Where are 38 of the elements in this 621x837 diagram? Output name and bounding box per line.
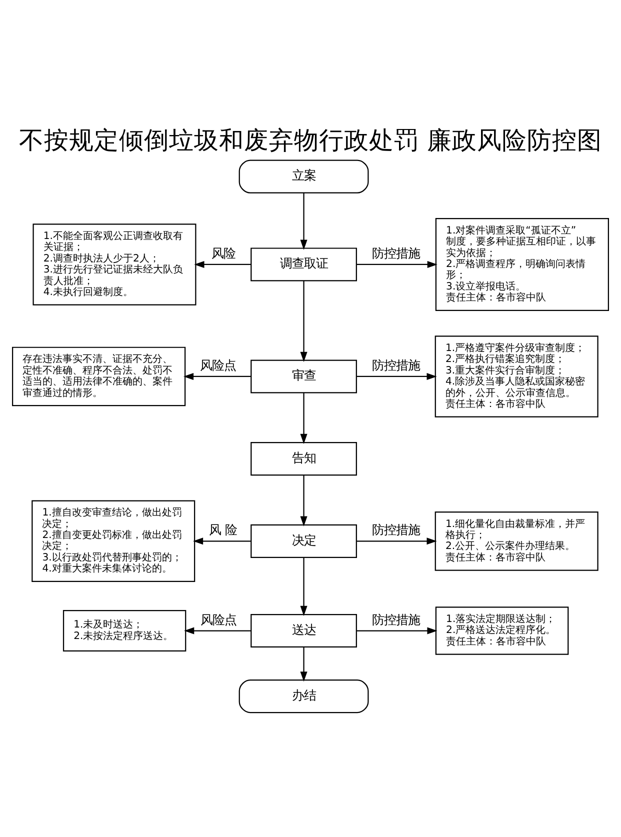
arrow (184, 627, 251, 634)
edge-label: 风险 (211, 246, 236, 261)
arrow (300, 393, 308, 444)
node-box: 告知 (250, 442, 357, 476)
arrow (356, 260, 438, 268)
arrow (356, 372, 437, 380)
node-box: 立案 (238, 160, 369, 194)
arrow (300, 647, 308, 682)
node-box: 1.对案件调查采取“孤证不立”制度，要多种证据互相印证，以事实为依据； 2.严格调查程序，明确询问表情形； 3.设立举报电话。 责任主体：各市容中队 (435, 218, 609, 311)
node-box: 1.细化量化自由裁量标准，并严格执行； 2.公开、公示案件办理结果。 责任主体：各市容中队 (434, 511, 598, 571)
node-box: 决定 (250, 524, 357, 558)
node-box: 存在违法事实不清、证据不充分、定性不准确、程序不合法、处罚不适当的、适用法律不准确的、案件审查通过的情形。 (12, 346, 186, 406)
diagram-title: 不按规定倾倒垃圾和废弃物行政处罚 廉政风险防控图 (19, 126, 602, 155)
edge-label: 防控措施 (372, 523, 420, 538)
node-box: 送达 (250, 614, 357, 648)
arrow (300, 280, 308, 362)
arrow (194, 260, 251, 268)
edge-label: 防控措施 (372, 358, 420, 373)
edge-label: 防控措施 (372, 246, 420, 261)
edge-label: 风险点 (200, 358, 236, 373)
node-box: 调查取证 (250, 248, 357, 282)
arrow (300, 193, 308, 250)
edge-label: 防控措施 (372, 612, 420, 627)
arrow (300, 475, 308, 526)
node-box: 1.擅自改变审查结论，做出处罚决定； 2.擅自变更处罚标准，做出处罚决定； 3.以行政处罚代替刑事处罚的； 4.对重大案件未集体讨论的。 (32, 500, 196, 582)
arrow (300, 558, 308, 616)
node-box: 1.落实法定期限送达制； 2.严格送达法定程序化。 责任主体：各市容中队 (435, 606, 569, 655)
edge-label: 风 险 (208, 523, 237, 538)
node-box: 1.未及时送达； 2.未按法定程序送达。 (62, 610, 186, 652)
node-box: 办结 (238, 679, 369, 714)
arrow (356, 627, 438, 634)
node-box: 1.严格遵守案件分级审查制度； 2.严格执行错案追究制度； 3.重大案件实行合审制度； 4.除涉及当事人隐私或国家秘密的外，公开、公示审查信息。 责任主体：各市容中队 (434, 336, 598, 418)
node-box: 审查 (250, 360, 357, 394)
arrow (183, 372, 251, 380)
edge-label: 风险点 (200, 612, 236, 627)
arrow (192, 538, 251, 545)
node-box: 1.不能全面客观公正调查收取有关证据； 2.调查时执法人少于2人； 3.进行先行登记证据未经大队负责人批准； 4.未执行回避制度。 (32, 224, 196, 306)
arrow (356, 538, 437, 545)
